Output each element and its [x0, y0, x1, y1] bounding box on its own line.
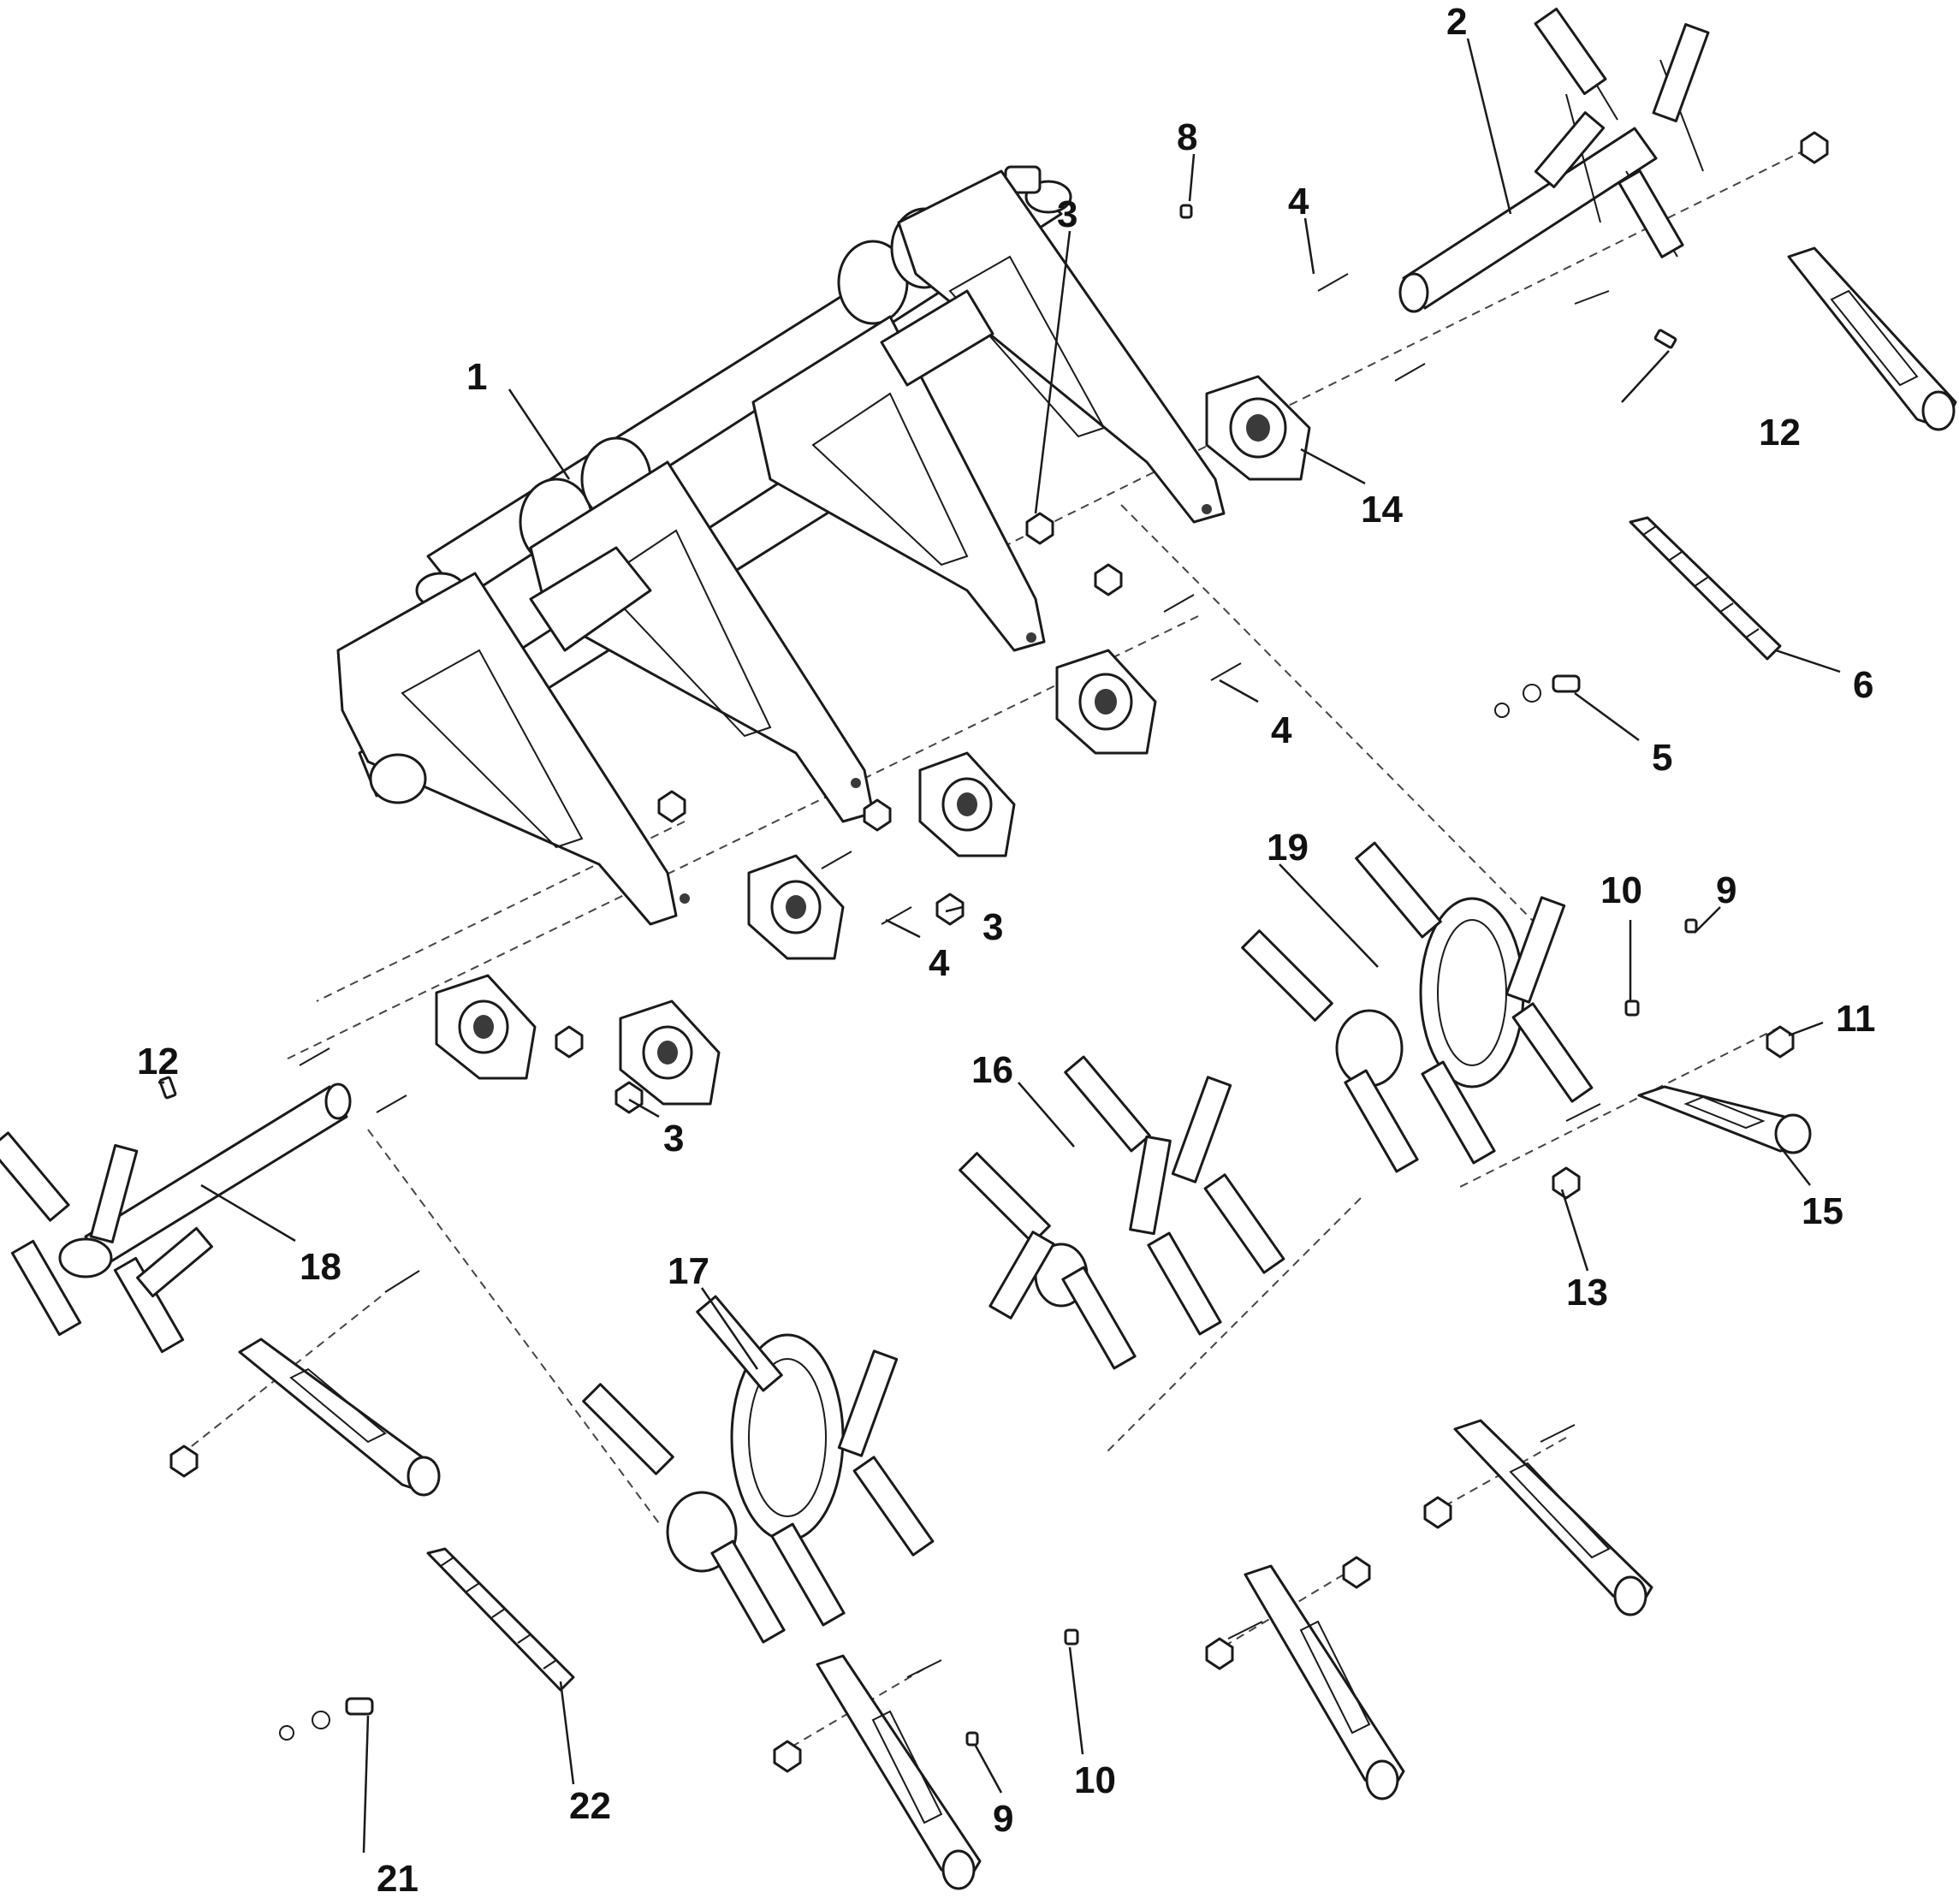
knife-15: [1637, 1085, 1812, 1154]
callout-labels: 1 2 3 3 3 4 4 4 5 6 8 9 9 10 10 11 12 12…: [137, 1, 1876, 1900]
chain-link-5: [1494, 674, 1581, 718]
bearing-left-b: [619, 999, 721, 1106]
bearing-14: [1205, 375, 1311, 481]
rotor-shaft-18: [0, 1082, 352, 1354]
rotor-16: [959, 1055, 1285, 1370]
callout-4a: 4: [1288, 181, 1309, 222]
knife-top-right: [1787, 246, 1957, 431]
knife-bottom-center: [816, 1654, 982, 1890]
callout-12a: 12: [1759, 412, 1801, 454]
callout-10b: 10: [1074, 1759, 1116, 1801]
main-frame: [336, 165, 1226, 926]
knife-left: [238, 1338, 441, 1497]
knife-bottom-right-a: [1244, 1564, 1405, 1800]
callout-14: 14: [1361, 489, 1403, 531]
rotor-19: [1241, 841, 1594, 1173]
bearing-center: [918, 751, 1016, 857]
callout-9b: 9: [993, 1798, 1013, 1840]
callout-2: 2: [1446, 1, 1467, 43]
callout-10a: 10: [1600, 869, 1642, 911]
callout-6: 6: [1853, 664, 1873, 706]
callout-5: 5: [1652, 737, 1672, 779]
chain-22: [426, 1547, 575, 1692]
callout-22: 22: [569, 1785, 611, 1827]
callout-8: 8: [1177, 116, 1197, 158]
chain-link-21: [279, 1697, 374, 1741]
callout-12b: 12: [137, 1041, 179, 1082]
knives: [238, 1085, 1812, 1890]
leader-lines: [158, 38, 1841, 1854]
callout-17: 17: [668, 1250, 709, 1292]
callout-1: 1: [466, 356, 487, 398]
top-rotor-shaft: [1398, 7, 1710, 313]
callout-13: 13: [1566, 1272, 1608, 1314]
callout-21: 21: [377, 1858, 419, 1900]
callout-9a: 9: [1716, 869, 1736, 911]
callout-4c: 4: [929, 942, 950, 984]
callout-3c: 3: [663, 1118, 684, 1160]
flange-bearings: [435, 375, 1311, 1106]
callout-18: 18: [300, 1246, 341, 1288]
callout-11: 11: [1836, 998, 1876, 1040]
bearing-left-mid: [747, 854, 845, 960]
callout-15: 15: [1802, 1190, 1843, 1232]
callout-3b: 3: [982, 906, 1003, 948]
callout-16: 16: [971, 1049, 1013, 1091]
callout-19: 19: [1267, 827, 1309, 869]
knife-bottom-right-b: [1453, 1419, 1653, 1616]
callout-4b: 4: [1271, 709, 1292, 751]
rotor-17: [582, 1295, 935, 1644]
bearing-mid-right: [1055, 649, 1157, 755]
chain-6: [1629, 516, 1782, 661]
bearing-left-a: [435, 974, 537, 1080]
callout-3a: 3: [1057, 193, 1077, 235]
